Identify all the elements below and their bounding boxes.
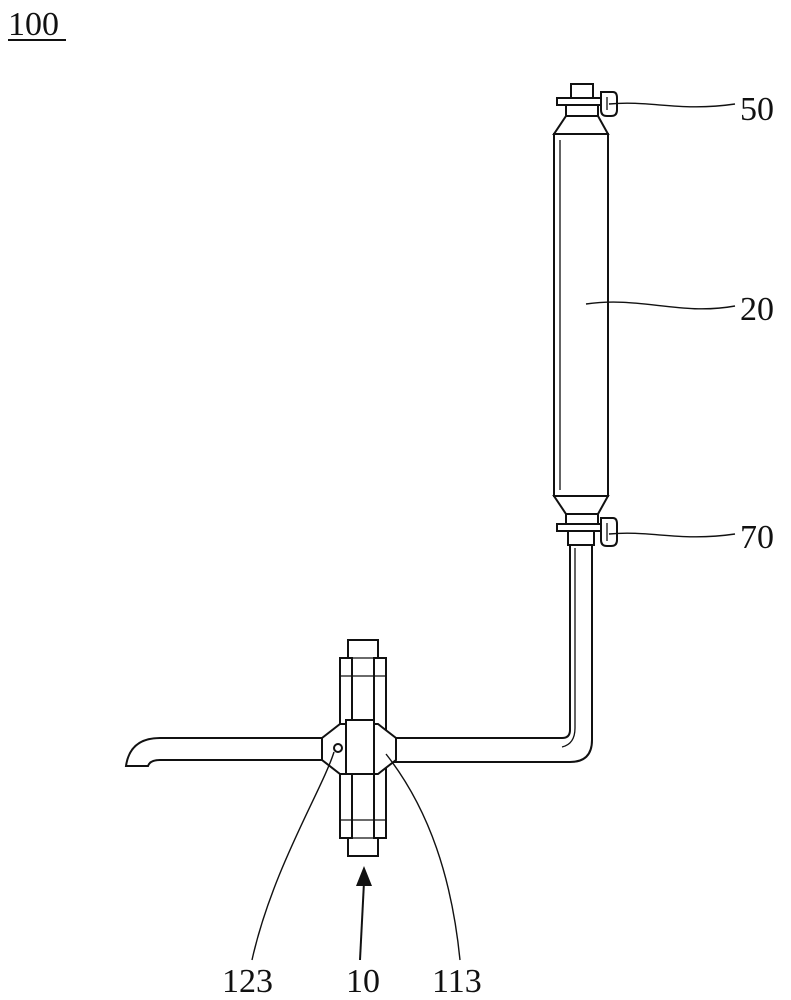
leader-50 [609,103,735,107]
label-column: 20 [740,291,774,328]
leader-113 [386,754,460,960]
column-top-flange [557,98,607,105]
outlet-pipe [390,545,592,762]
pump-unit [322,640,396,856]
arrow-shaft [360,882,364,960]
inlet-pipe-body [126,738,322,766]
column-top-neck [566,105,598,116]
label-left-fitting: 123 [222,963,273,1000]
leader-123 [252,752,334,960]
arrow-head [356,866,372,886]
label-right-fitting: 113 [432,963,482,1000]
left-fitting-bolt [334,744,342,752]
column-bottom-neck [566,514,598,524]
inlet-pipe [126,738,322,766]
pump-center-block [346,720,374,774]
label-bottom-valve: 70 [740,519,774,556]
label-pump-unit: 10 [346,963,380,1000]
column-top-taper [554,116,608,134]
column-body [554,134,608,496]
column-bottom-taper [554,496,608,514]
leader-70 [609,533,735,537]
right-fitting [372,724,396,774]
figure-ref-label: 100 [8,6,59,43]
vertical-pipe [390,545,592,762]
column-bottom-stub [568,531,594,545]
column-bottom-flange [557,524,607,531]
label-top-valve: 50 [740,91,774,128]
direction-arrow [356,866,372,960]
column-assembly [554,84,617,546]
bottom-valve-clamp [601,518,617,546]
